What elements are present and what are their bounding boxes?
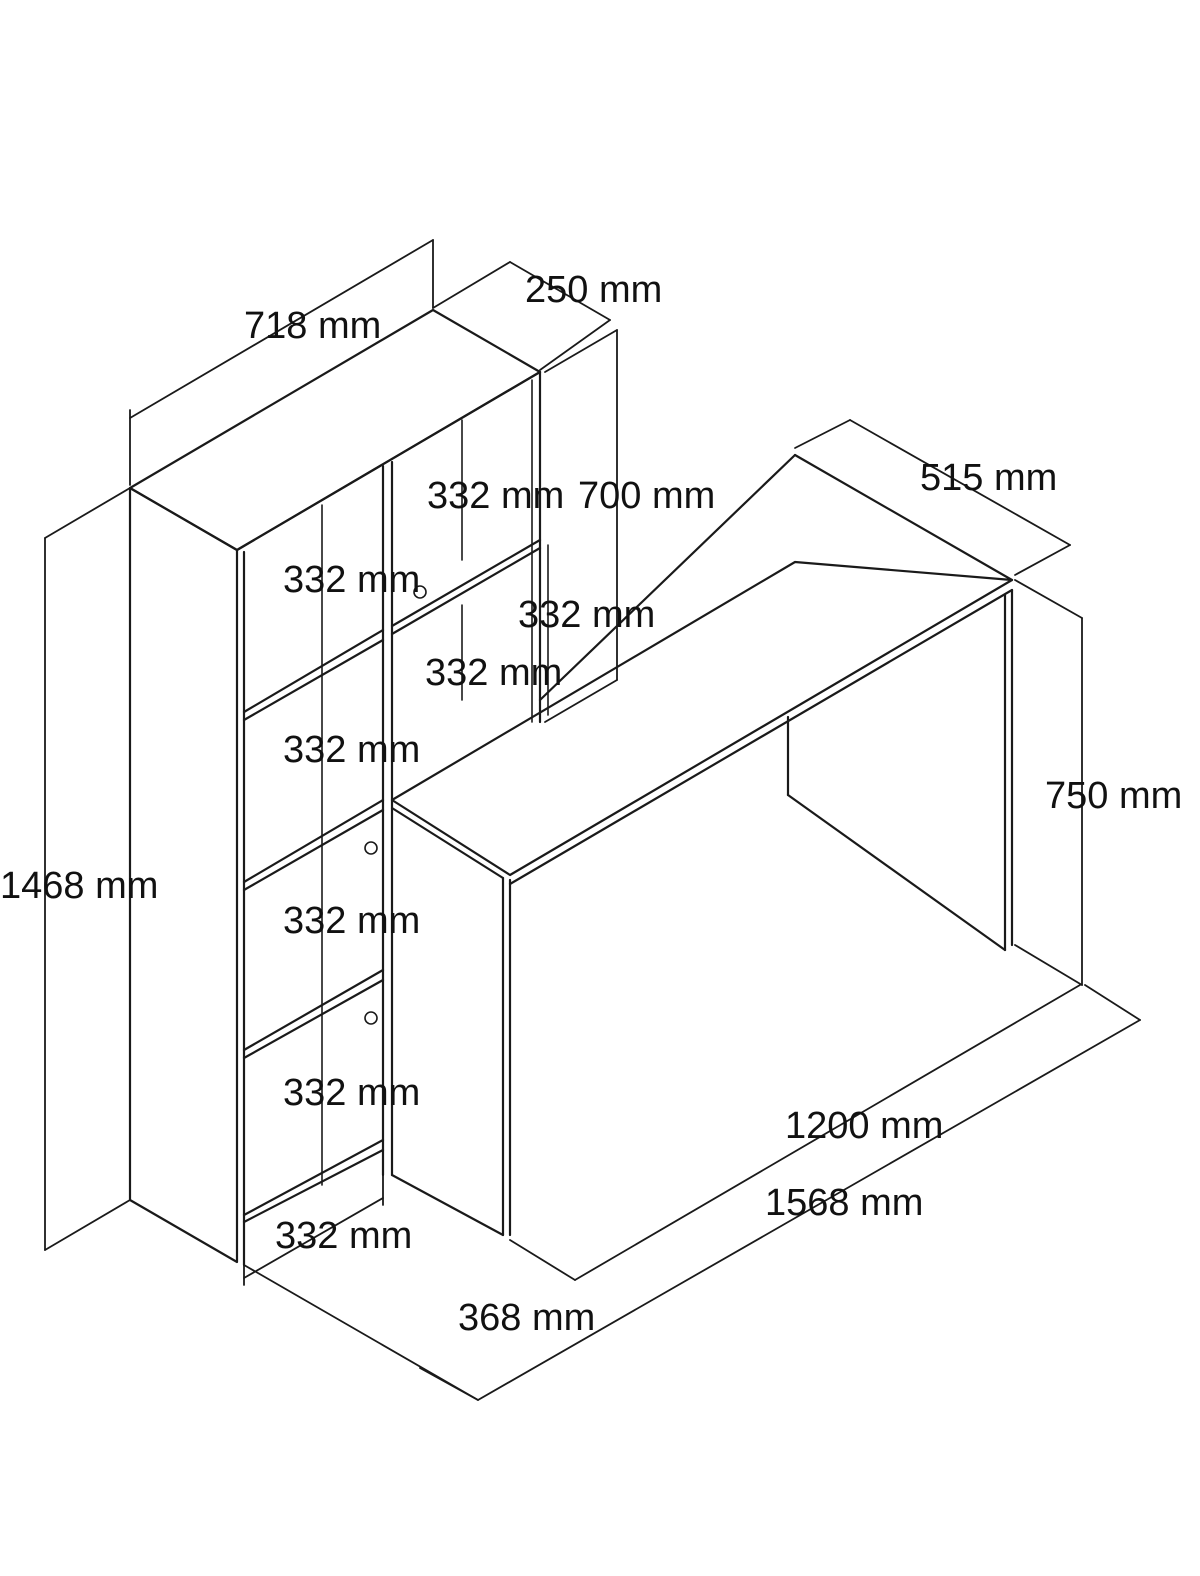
dim-718 <box>129 239 434 419</box>
bookcase-side-panel <box>128 486 239 1264</box>
label-total-length: 1568 mm <box>765 1182 923 1224</box>
label-desk-length: 1200 mm <box>785 1105 943 1147</box>
label-bookcase-width: 718 mm <box>244 305 381 347</box>
shelf-left-2 <box>242 798 385 884</box>
dim-1200 <box>574 984 1081 1281</box>
desk-left-leg-bottom <box>390 1173 505 1237</box>
shelf-right-1b <box>390 546 542 636</box>
desk-right-leg-bottom <box>786 793 1007 952</box>
label-shelf-4: 332 mm <box>283 900 420 942</box>
label-shelf-1: 332 mm <box>283 559 420 601</box>
shelf-left-4b <box>242 1148 385 1224</box>
desk-top-front-left-thickness <box>390 806 505 880</box>
dimension-lines <box>44 239 1141 1401</box>
label-bookcase-depth: 250 mm <box>525 269 662 311</box>
desk-top-back-left-edge <box>538 453 797 702</box>
label-desk-height: 750 mm <box>1045 775 1182 817</box>
label-shelf-2: 332 mm <box>425 652 562 694</box>
door-knob-3-icon <box>364 1011 378 1025</box>
desk-top-front-thickness <box>508 588 1014 886</box>
shelf-left-3 <box>242 968 385 1052</box>
label-shelf-top: 332 mm <box>427 475 564 517</box>
label-desk-width: 515 mm <box>920 457 1057 499</box>
bookcase <box>128 308 549 1267</box>
shelf-left-4 <box>242 1138 385 1217</box>
label-shelf-5: 332 mm <box>283 1072 420 1114</box>
label-shelf-3: 332 mm <box>283 729 420 771</box>
label-shelf-bottom: 332 mm <box>275 1215 412 1257</box>
dim-332-bottom <box>243 1197 384 1279</box>
label-total-height: 1468 mm <box>0 865 158 907</box>
desk-top <box>390 560 1014 877</box>
dim-250 <box>432 261 511 309</box>
door-knob-1-icon <box>413 585 427 599</box>
label-upper-height: 700 mm <box>578 475 715 517</box>
door-knob-2-icon <box>364 841 378 855</box>
shelf-left-2b <box>242 808 385 892</box>
shelf-left-3b <box>242 978 385 1060</box>
label-bottom-depth: 368 mm <box>458 1297 595 1339</box>
shelf-left-1 <box>242 628 385 714</box>
label-shelf-side: 332 mm <box>518 594 655 636</box>
desk-top-back-edge <box>793 453 1014 582</box>
shelf-right-1 <box>390 538 542 628</box>
dim-515 <box>794 419 851 449</box>
dim-1568 <box>477 1019 1141 1401</box>
shelf-left-1b <box>242 638 385 722</box>
dimension-labels: 718 mm 250 mm 515 mm 1468 mm 700 mm 750 … <box>0 269 1182 1339</box>
bookcase-front-top-edge <box>235 370 542 552</box>
desk <box>390 453 1014 1237</box>
